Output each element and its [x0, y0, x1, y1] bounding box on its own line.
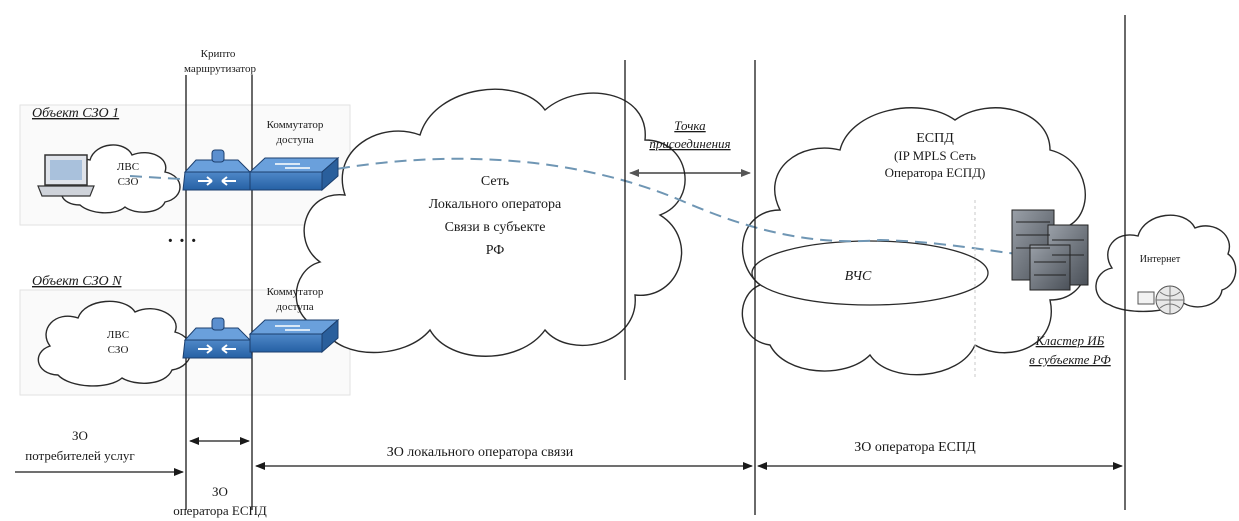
- lan-cloud-n: [37, 300, 192, 387]
- espd-label-1: ЕСПД: [916, 131, 954, 146]
- consumers-zone-label-2: потребителей услуг: [25, 448, 134, 463]
- object-1-title: Объект СЗО 1: [32, 106, 119, 121]
- espd-label-2: (IP MPLS Сеть: [894, 148, 976, 163]
- crypto-router-label-2: маршрутизатор: [184, 63, 256, 75]
- local-operator-label-1: Сеть: [481, 174, 509, 189]
- lan-1-label-1: ЛВС: [117, 161, 139, 173]
- data-path-dashed-line: [129, 157, 1081, 261]
- connection-point-label-1: Точка: [674, 118, 706, 133]
- access-switch-icon-n: [248, 318, 340, 354]
- internet-label: Интернет: [1140, 254, 1181, 265]
- server-cluster-icon: [1011, 209, 1089, 291]
- switch-1-label-2: доступа: [276, 134, 313, 146]
- internet-globe-icon: [1137, 285, 1185, 315]
- laptop-icon: [37, 154, 95, 197]
- switch-n-label-1: Коммутатор: [267, 286, 324, 298]
- lan-n-label-1: ЛВС: [107, 329, 129, 341]
- espd-label-3: Оператора ЕСПД): [885, 165, 986, 180]
- connection-point-label-2: присоединения: [649, 136, 730, 151]
- espd-small-zone-label-1: ЗО: [212, 484, 228, 499]
- crypto-router-label-1: Крипто: [201, 48, 236, 60]
- switch-n-label-2: доступа: [276, 301, 313, 313]
- local-operator-label-4: РФ: [486, 243, 505, 258]
- local-operator-cloud: [295, 88, 686, 357]
- crypto-router-icon-1: [182, 149, 253, 191]
- cluster-label-2: в субъекте РФ: [1029, 352, 1111, 367]
- espd-cloud: [741, 107, 1089, 376]
- local-operator-label-2: Локального оператора: [429, 197, 562, 212]
- local-operator-zone-label: ЗО локального оператора связи: [387, 445, 574, 460]
- ellipsis-dots: · · ·: [167, 230, 197, 252]
- consumers-zone-label-1: ЗО: [72, 428, 88, 443]
- espd-zone-label: ЗО оператора ЕСПД: [854, 440, 976, 455]
- access-switch-icon-1: [248, 156, 340, 192]
- cluster-label-1: Кластер ИБ: [1035, 333, 1105, 348]
- vchs-label: ВЧС: [845, 269, 872, 284]
- object-n-title: Объект СЗО N: [32, 274, 122, 289]
- lan-1-label-2: СЗО: [118, 176, 139, 188]
- internet-cloud: [1095, 214, 1237, 313]
- lan-n-label-2: СЗО: [108, 344, 129, 356]
- local-operator-label-3: Связи в субъекте: [445, 220, 546, 235]
- switch-1-label-1: Коммутатор: [267, 119, 324, 131]
- crypto-router-icon-n: [182, 317, 253, 359]
- espd-small-zone-label-2: оператора ЕСПД: [173, 503, 267, 518]
